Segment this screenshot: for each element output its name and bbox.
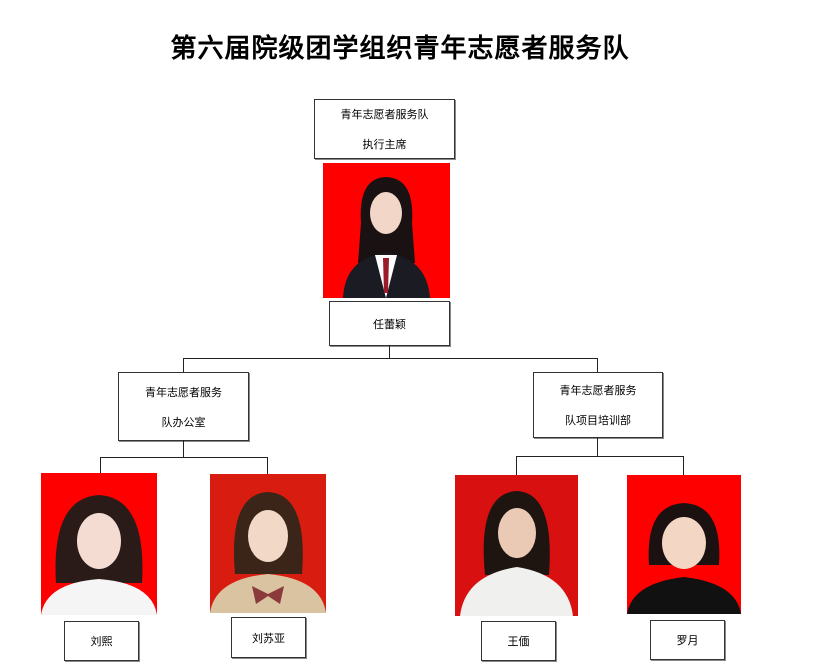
chair-name-box: 任蕾颖 — [329, 301, 450, 346]
connector — [683, 456, 684, 475]
member-photo-4 — [627, 475, 741, 614]
connector — [597, 437, 598, 456]
member-name-box: 罗月 — [650, 620, 725, 660]
member-name: 王偭 — [507, 635, 530, 648]
chair-photo — [323, 163, 450, 298]
connector — [267, 457, 268, 474]
member-name-box: 刘苏亚 — [231, 617, 306, 658]
chair-role-box: 青年志愿者服务队 执行主席 — [314, 99, 455, 159]
member-photo-3 — [455, 475, 578, 616]
member-name: 罗月 — [676, 634, 699, 647]
member-name: 刘熙 — [90, 635, 113, 648]
connector — [516, 456, 684, 457]
member-name-box: 王偭 — [481, 621, 556, 661]
connector — [100, 457, 101, 473]
member-name: 刘苏亚 — [252, 631, 285, 645]
connector — [183, 358, 598, 359]
connector — [389, 345, 390, 358]
dept-office-box: 青年志愿者服务 队办公室 — [118, 372, 249, 441]
connector — [100, 457, 268, 458]
chair-role-line1: 青年志愿者服务队 — [340, 108, 429, 121]
connector — [597, 358, 598, 372]
connector — [183, 440, 184, 457]
member-photo-2 — [210, 474, 326, 613]
chair-name: 任蕾颖 — [373, 317, 406, 331]
dept-training-line1: 青年志愿者服务 — [559, 384, 637, 397]
member-photo-1 — [41, 473, 157, 615]
dept-training-box: 青年志愿者服务 队项目培训部 — [533, 372, 663, 438]
dept-office-line2: 队办公室 — [161, 415, 206, 429]
chart-title: 第六届院级团学组织青年志愿者服务队 — [170, 34, 630, 64]
chair-role-line2: 执行主席 — [362, 138, 407, 151]
connector — [183, 358, 184, 372]
dept-training-line2: 队项目培训部 — [565, 414, 631, 427]
connector — [516, 456, 517, 475]
member-name-box: 刘熙 — [64, 621, 139, 661]
dept-office-line1: 青年志愿者服务 — [145, 385, 222, 399]
